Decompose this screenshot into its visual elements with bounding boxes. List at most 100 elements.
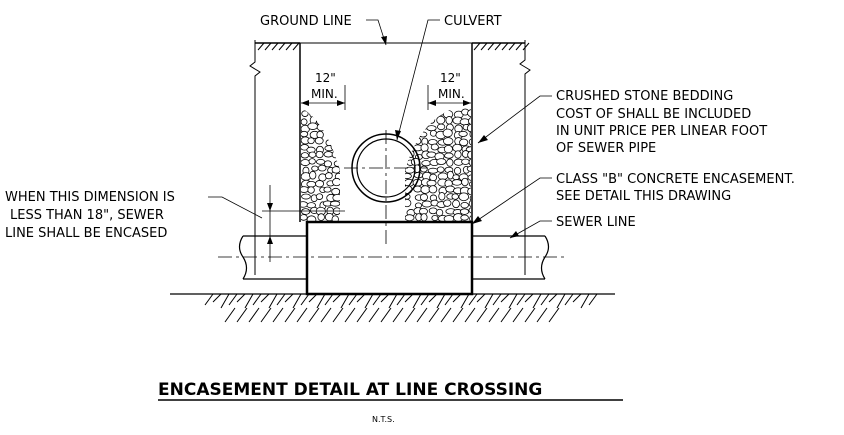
bedding-stone — [426, 125, 437, 132]
hatch-stroke — [494, 42, 502, 51]
bedding-stone — [355, 206, 364, 215]
bedding-stone — [339, 187, 349, 196]
hatch-stroke — [508, 293, 518, 309]
bedding-stone — [426, 179, 437, 187]
leader-sewer-line — [509, 220, 552, 239]
bedding-stone — [308, 158, 316, 165]
hatch-stroke — [228, 293, 238, 306]
bedding-stone — [356, 118, 367, 125]
hatch-stroke — [368, 307, 380, 323]
bedding-stone — [301, 118, 308, 126]
bedding-stone — [435, 208, 444, 217]
hatch-stroke — [252, 293, 262, 306]
bedding-stone — [349, 213, 358, 222]
leader-culvert-arrow — [395, 130, 401, 140]
bedding-stone — [391, 124, 399, 131]
bedding-stone — [333, 160, 342, 167]
ground-hatch-bottom — [204, 293, 598, 323]
bedding-stone — [380, 165, 389, 175]
scale-note: N.T.S. — [372, 415, 395, 424]
hatch-stroke — [476, 293, 486, 303]
label-sewer-line: SEWER LINE — [556, 215, 636, 230]
bedding-stone — [307, 122, 319, 130]
bedding-stone — [364, 144, 372, 153]
hatch-stroke — [440, 307, 452, 323]
concrete-encasement — [305, 220, 474, 296]
bedding-stone — [390, 186, 399, 193]
bedding-stone — [419, 118, 427, 125]
hatch-stroke — [508, 42, 516, 51]
bedding-stone — [461, 177, 469, 187]
leader-encasement — [471, 177, 552, 225]
bedding-stone — [341, 158, 352, 165]
label-encasement-line2: SEE DETAIL THIS DRAWING — [556, 189, 731, 204]
bedding-stone — [467, 187, 471, 196]
leader-sewer-line-arrow — [510, 231, 519, 238]
hatch-stroke — [468, 293, 478, 306]
label-min-left-value: 12" — [315, 71, 336, 85]
hatch-stroke — [236, 293, 246, 303]
bedding-stone — [410, 109, 420, 118]
bedding-stone — [365, 199, 373, 208]
bedding-stone — [442, 137, 454, 146]
hatch-stroke — [420, 293, 430, 306]
hatch-stroke — [320, 307, 332, 323]
bedding-stone — [339, 137, 348, 145]
hatch-stroke — [220, 293, 230, 309]
bedding-stone — [459, 208, 470, 215]
bedding-stone — [362, 173, 374, 180]
bedding-stone — [404, 214, 415, 222]
leader-bedding-arrow — [478, 135, 488, 143]
bedding-stone — [458, 192, 470, 202]
hatch-stroke — [396, 293, 406, 306]
bedding-stone — [341, 117, 350, 126]
bedding-stone — [363, 123, 372, 132]
bedding-stone — [364, 178, 372, 187]
bedding-stone — [365, 208, 376, 216]
bedding-stone — [469, 194, 471, 203]
hatch-stroke — [285, 42, 293, 51]
bedding-stone — [371, 167, 381, 175]
drawing-title: ENCASEMENT DETAIL AT LINE CROSSING — [158, 380, 542, 400]
hatch-stroke — [316, 293, 326, 309]
leader-ground-line — [366, 19, 387, 46]
hatch-stroke — [356, 307, 368, 323]
hatch-stroke — [292, 293, 302, 309]
bedding-stone — [404, 116, 413, 126]
bedding-stone — [374, 159, 382, 168]
bedding-stone — [411, 124, 423, 131]
hatch-stroke — [548, 293, 558, 303]
hatch-stroke — [212, 293, 222, 303]
leader-encasement-arrow — [472, 216, 482, 224]
bedding-stone — [322, 118, 333, 125]
bedding-stone — [394, 158, 404, 166]
hatch-stroke — [452, 307, 464, 323]
bedding-stone — [387, 111, 397, 118]
bedding-stone — [330, 142, 341, 152]
bedding-stone — [358, 195, 366, 202]
bedding-stone — [373, 108, 381, 118]
hatch-stroke — [540, 293, 550, 306]
bedding-stone — [371, 116, 380, 124]
leader-ground-line-arrow — [381, 36, 387, 45]
bedding-stone — [428, 110, 438, 119]
hatch-stroke — [500, 307, 512, 323]
hatch-stroke — [344, 307, 356, 323]
hatch-stroke — [340, 293, 350, 309]
bedding-stone — [467, 109, 471, 118]
bedding-stone — [331, 166, 341, 174]
bedding-stone — [396, 215, 405, 222]
hatch-stroke — [428, 293, 438, 303]
hatch-stroke — [300, 293, 310, 306]
label-bedding-line4: OF SEWER PIPE — [556, 141, 656, 156]
dim-12-right-arrow-l — [428, 100, 436, 106]
bedding-stone — [374, 208, 384, 216]
sewer-pipe-break-right — [540, 235, 550, 280]
bedding-stone — [446, 158, 454, 167]
bedding-stone — [468, 138, 471, 146]
bedding-stone — [428, 116, 436, 124]
bedding-stone — [317, 164, 327, 172]
bedding-stone — [301, 110, 309, 117]
hatch-stroke — [436, 293, 446, 309]
bedding-stone — [398, 180, 407, 188]
